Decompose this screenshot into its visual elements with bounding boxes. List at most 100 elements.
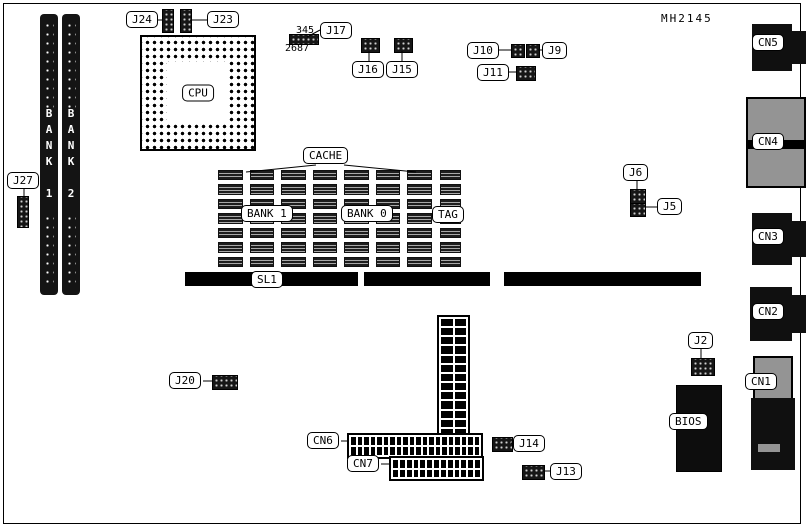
simm-bank2-label: BANK 2 [64, 106, 78, 203]
jumper-j5 [630, 203, 646, 217]
pin [454, 373, 466, 382]
pin [370, 437, 375, 445]
slot-bar-2 [364, 272, 490, 286]
cache-chip [312, 170, 338, 181]
pin [454, 383, 466, 391]
label-cn5: CN5 [752, 34, 784, 51]
pin [441, 383, 453, 391]
label-j23: J23 [207, 11, 239, 28]
pin [454, 392, 466, 400]
label-j27: J27 [7, 172, 39, 189]
ref-text-2687: 2687 [285, 43, 310, 54]
label-tag: TAG [432, 206, 464, 223]
pin [409, 437, 414, 445]
tag-chip [440, 170, 461, 181]
pin [357, 437, 362, 445]
vertical-pin-header [437, 315, 470, 440]
pin [454, 364, 466, 372]
cache-chip [407, 256, 432, 267]
pin [468, 469, 474, 477]
pin [475, 460, 480, 468]
pin [441, 319, 453, 327]
pin [441, 337, 453, 345]
port-cn1-notch [758, 444, 780, 452]
pin [406, 469, 412, 477]
pin [435, 447, 440, 455]
label-cn2: CN2 [752, 303, 784, 320]
cache-chip [375, 227, 401, 239]
cache-chip [249, 242, 275, 253]
cache-chip [407, 227, 432, 239]
cache-chip [249, 256, 275, 267]
pin [377, 437, 382, 445]
jumper-j24 [162, 9, 174, 33]
pin [441, 419, 453, 427]
tag-chip [440, 256, 461, 267]
port-cn2-tab [789, 295, 806, 333]
pin [383, 447, 388, 455]
simm-bank1-label: BANK 1 [42, 106, 56, 203]
pin [454, 401, 466, 409]
pin [377, 447, 382, 455]
cn6-pin-header [347, 433, 483, 459]
pin [393, 460, 398, 468]
pin [427, 460, 433, 468]
label-cn6: CN6 [307, 432, 339, 449]
pin [454, 355, 466, 363]
pin [441, 355, 453, 363]
pin [474, 447, 479, 455]
cache-chip [344, 184, 369, 195]
pin [399, 460, 405, 468]
pin [396, 447, 401, 455]
cache-chip [218, 256, 243, 267]
tag-chip [440, 242, 461, 253]
pin [441, 401, 453, 409]
pin [396, 437, 401, 445]
pin [403, 447, 408, 455]
pin [440, 460, 446, 468]
label-j17: J17 [320, 22, 352, 39]
pin [454, 469, 460, 477]
label-cache-bank1: BANK 1 [241, 205, 293, 222]
port-cn1-lower [751, 398, 795, 470]
pin [416, 437, 421, 445]
cpu-socket: CPU [140, 35, 256, 151]
slot-bar-3 [504, 272, 701, 286]
label-j5: J5 [657, 198, 683, 215]
cache-chip [218, 242, 243, 253]
label-j9: J9 [542, 42, 568, 59]
cache-chip-array [218, 170, 432, 267]
cache-chip [218, 184, 243, 195]
pin [429, 437, 434, 445]
pin [364, 437, 369, 445]
pin [440, 469, 446, 477]
pin [447, 469, 453, 477]
cache-chip [281, 184, 306, 195]
label-j6: J6 [623, 164, 649, 181]
pin [461, 447, 466, 455]
cache-chip [407, 170, 432, 181]
cache-chip [407, 184, 432, 195]
pin [441, 364, 453, 372]
pin [454, 460, 460, 468]
wire-cache-left [245, 164, 317, 173]
pin [383, 437, 388, 445]
cache-chip [312, 256, 338, 267]
pin [409, 447, 414, 455]
jumper-j9 [526, 44, 540, 58]
pin [393, 469, 398, 477]
label-bios: BIOS [669, 413, 708, 430]
pin [434, 469, 439, 477]
jumper-j23 [180, 9, 192, 33]
label-cn1: CN1 [745, 373, 777, 390]
wire-j17 [306, 29, 321, 38]
label-j20: J20 [169, 372, 201, 389]
pin [351, 447, 356, 455]
pin [442, 447, 447, 455]
diagram-border [3, 3, 801, 524]
pin [455, 437, 460, 445]
cache-chip [375, 184, 401, 195]
part-number-text: MH2145 [661, 12, 713, 25]
pin [416, 447, 421, 455]
